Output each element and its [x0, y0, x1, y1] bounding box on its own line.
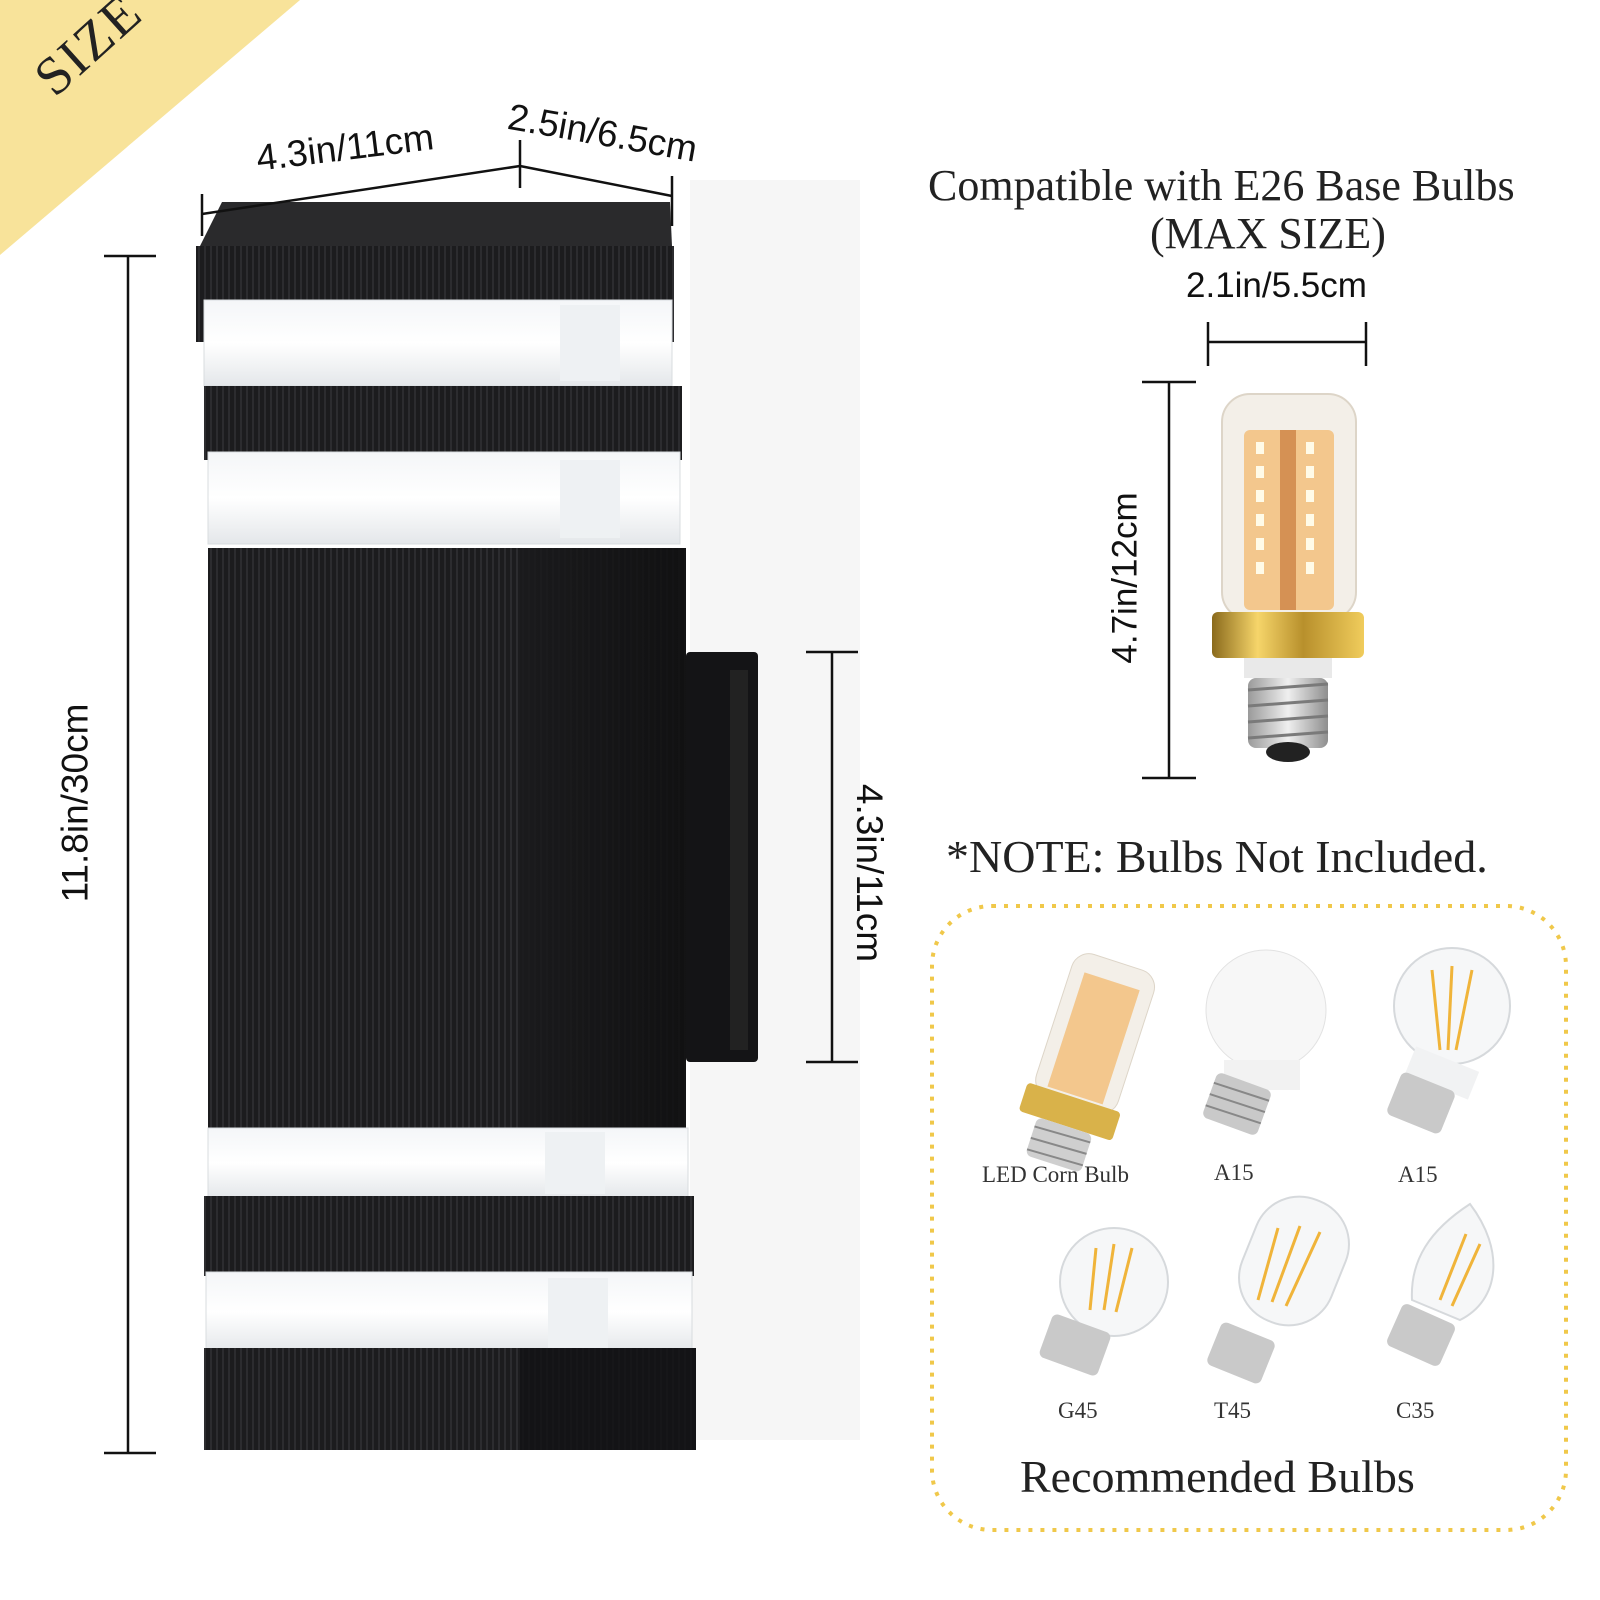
corn-bulb-icon-small [1019, 953, 1156, 1172]
tubular-filament-bulb-icon [1207, 1195, 1350, 1384]
bulb-label-t45: T45 [1214, 1398, 1252, 1423]
bulb-label-led-corn: LED Corn Bulb [982, 1162, 1129, 1187]
size-badge [0, 0, 300, 255]
bulb-label-a15-frosted: A15 [1214, 1160, 1254, 1185]
compatibility-subtitle: (MAX SIZE) [1150, 209, 1386, 258]
compatibility-title: Compatible with E26 Base Bulbs [928, 161, 1515, 210]
dimension-lines [104, 140, 1368, 1455]
candle-filament-bulb-icon [1387, 1202, 1495, 1366]
frosted-bulb-icon [1203, 949, 1327, 1135]
bulb-label-c35: C35 [1396, 1398, 1435, 1423]
recommended-bulbs-title: Recommended Bulbs [1020, 1451, 1415, 1502]
bulb-label-a15-filament: A15 [1398, 1162, 1438, 1187]
filament-bulb-icon [1387, 947, 1511, 1134]
bulb-label-g45: G45 [1058, 1398, 1098, 1423]
globe-filament-bulb-icon [1039, 1227, 1169, 1376]
bulb-width-label: 2.1in/5.5cm [1186, 266, 1367, 305]
note-text: *NOTE: Bulbs Not Included. [946, 831, 1488, 882]
